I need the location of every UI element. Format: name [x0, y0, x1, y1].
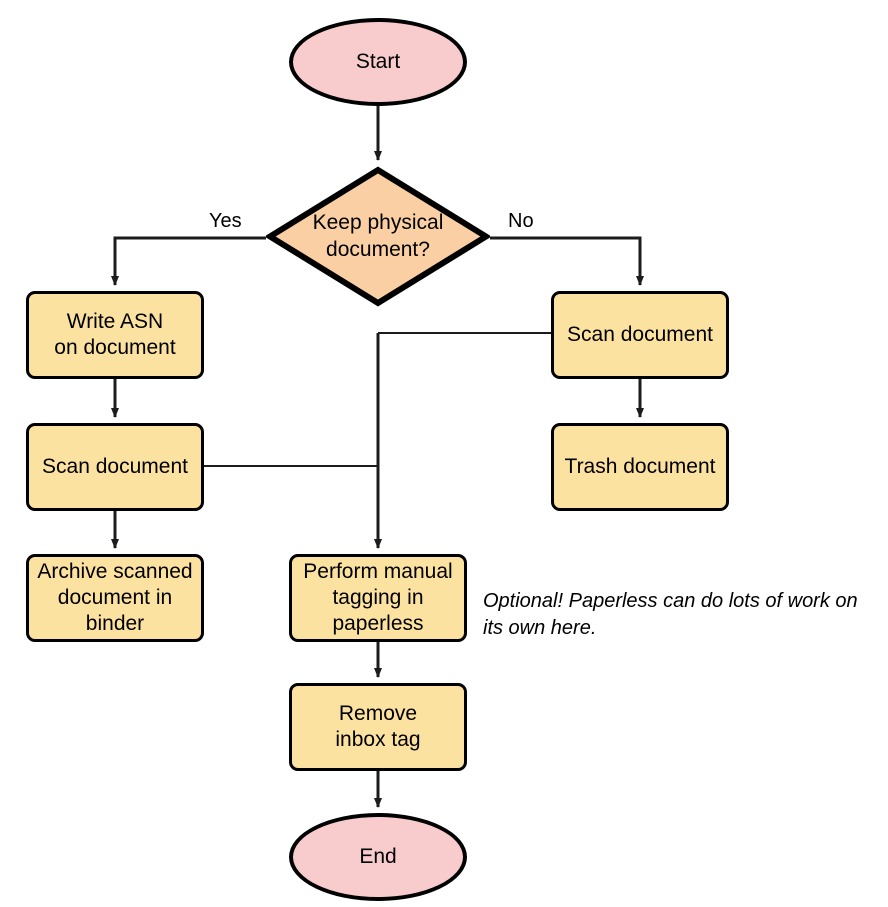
node-scan-document-right-label: Scan document — [567, 322, 713, 346]
edge-decision-no-to-scan-right — [490, 236, 644, 286]
node-end-label: End — [359, 844, 397, 868]
edge-label-yes: Yes — [209, 210, 242, 232]
node-perform-manual-tagging-in-paperless-label: Perform manual tagging in paperless — [303, 559, 453, 636]
node-scan-document-left[interactable]: Scan document — [26, 423, 204, 511]
node-archive-scanned-document-in-binder[interactable]: Archive scanned document in binder — [26, 554, 204, 642]
node-trash-document-label: Trash document — [564, 454, 716, 478]
edge-label-no: No — [508, 210, 534, 232]
node-remove-inbox-tag-label: Remove inbox tag — [335, 701, 421, 751]
annotation-optional-note: Optional! Paperless can do lots of work … — [483, 590, 858, 639]
node-write-asn-on-document[interactable]: Write ASN on document — [26, 291, 204, 379]
node-archive-scanned-document-in-binder-label: Archive scanned document in binder — [37, 559, 193, 636]
node-end[interactable]: End — [289, 813, 467, 901]
node-start[interactable]: Start — [289, 18, 467, 106]
node-keep-physical-document[interactable]: Keep physical document? — [266, 166, 490, 307]
decision-diamond-shape — [266, 166, 490, 307]
node-perform-manual-tagging-in-paperless[interactable]: Perform manual tagging in paperless — [289, 554, 467, 642]
node-scan-document-left-label: Scan document — [42, 454, 188, 478]
node-scan-document-right[interactable]: Scan document — [551, 291, 729, 379]
node-start-label: Start — [355, 49, 401, 73]
edge-decision-yes-to-write-asn — [111, 236, 266, 286]
node-remove-inbox-tag[interactable]: Remove inbox tag — [289, 683, 467, 771]
node-write-asn-on-document-label: Write ASN on document — [54, 309, 176, 359]
node-trash-document[interactable]: Trash document — [551, 423, 729, 511]
